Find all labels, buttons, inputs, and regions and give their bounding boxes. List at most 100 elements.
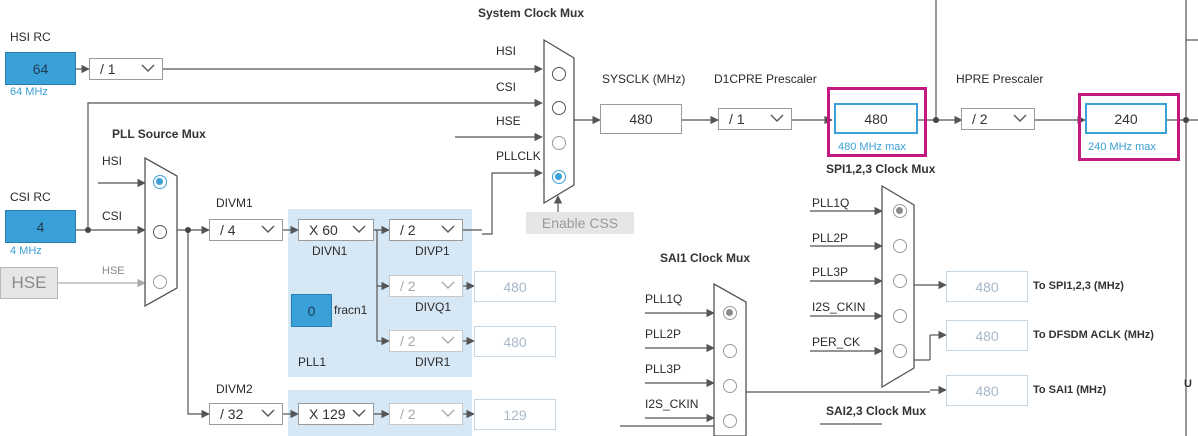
chevron-down-icon	[141, 64, 155, 72]
spi-mux-input-pll1q: PLL1Q	[812, 196, 850, 210]
hpre-output-highlight	[1078, 93, 1180, 161]
sai1-mux-radio-pll1q[interactable]	[723, 306, 737, 320]
sai1-mux-input-pll1q: PLL1Q	[645, 292, 683, 306]
hpre-label: HPRE Prescaler	[956, 72, 1044, 86]
hpre-value: / 2	[972, 111, 988, 127]
divp1-label: DIVP1	[415, 244, 450, 258]
divr1-output[interactable]: 480	[474, 326, 556, 357]
spi-mux-radio-pll3p[interactable]	[893, 274, 907, 288]
hsi-divider-value: / 1	[100, 61, 116, 77]
hpre-select[interactable]: / 2	[961, 108, 1035, 130]
spi123-output[interactable]: 480	[946, 271, 1028, 302]
sai1-mux-input-pll3p: PLL3P	[645, 362, 682, 376]
sai1-output-label: To SAI1 (MHz)	[1033, 384, 1107, 396]
hsi-divider-select[interactable]: / 1	[89, 58, 163, 80]
spi123-output-label: To SPI1,2,3 (MHz)	[1033, 280, 1124, 292]
divm1-value: / 4	[220, 222, 236, 238]
sai1-mux-shape	[713, 282, 747, 436]
system-clock-mux-shape	[543, 38, 575, 205]
divn2-select[interactable]: X 129	[298, 403, 374, 425]
divm1-label: DIVM1	[216, 196, 253, 210]
divn2-value: X 129	[309, 406, 346, 422]
pll-mux-input-hsi: HSI	[102, 154, 123, 168]
sai1-mux-radio-pll2p[interactable]	[723, 344, 737, 358]
pll-mux-input-csi: CSI	[102, 209, 123, 223]
sai1-output[interactable]: 480	[946, 375, 1028, 406]
enable-css-button[interactable]: Enable CSS	[526, 212, 634, 234]
spi-mux-radio-pll1q[interactable]	[893, 204, 907, 218]
pll-mux-radio-csi[interactable]	[153, 225, 167, 239]
sys-mux-radio-pllclk[interactable]	[552, 170, 566, 184]
sys-mux-radio-hsi[interactable]	[552, 67, 566, 81]
divq1-label: DIVQ1	[415, 300, 452, 314]
csi-rc-label: CSI RC	[10, 190, 51, 204]
divn1-label: DIVN1	[312, 244, 348, 258]
chevron-down-icon	[441, 281, 455, 289]
chevron-down-icon	[441, 409, 455, 417]
hsi-rc-value[interactable]: 64	[5, 52, 76, 85]
spi-mux-input-pll3p: PLL3P	[812, 265, 849, 279]
pll1-label: PLL1	[298, 355, 327, 369]
divp1-select[interactable]: / 2	[389, 219, 463, 241]
chevron-down-icon	[261, 225, 275, 233]
sys-mux-radio-hse[interactable]	[552, 136, 566, 150]
fracn1-value[interactable]: 0	[291, 294, 332, 327]
sys-mux-input-pllclk: PLLCLK	[496, 149, 541, 163]
fracn1-label: fracn1	[334, 303, 368, 317]
chevron-down-icon	[770, 114, 784, 122]
divp2-select[interactable]: / 2	[389, 403, 463, 425]
hse-button[interactable]: HSE	[0, 267, 58, 299]
chevron-down-icon	[261, 409, 275, 417]
spi123-mux-title: SPI1,2,3 Clock Mux	[826, 162, 936, 176]
d1cpre-label: D1CPRE Prescaler	[714, 72, 817, 86]
pll-mux-radio-hsi[interactable]	[153, 175, 167, 189]
divm1-select[interactable]: / 4	[209, 219, 283, 241]
pll-mux-radio-hse[interactable]	[153, 275, 167, 289]
d1cpre-output-highlight	[827, 87, 927, 157]
d1cpre-max: 480 MHz max	[838, 141, 906, 153]
divp2-value: / 2	[400, 406, 416, 422]
dfsdm-output[interactable]: 480	[946, 320, 1028, 351]
pll-mux-input-hse: HSE	[102, 265, 125, 277]
chevron-down-icon	[352, 409, 366, 417]
divn1-select[interactable]: X 60	[298, 219, 374, 241]
sai1-mux-input-i2s-ckin: I2S_CKIN	[645, 397, 699, 411]
spi-mux-radio-i2s-ckin[interactable]	[893, 309, 907, 323]
csi-rc-value[interactable]: 4	[5, 210, 76, 243]
sys-mux-radio-csi[interactable]	[552, 101, 566, 115]
d1cpre-output[interactable]: 480	[834, 103, 918, 134]
d1cpre-value: / 1	[729, 111, 745, 127]
divr1-value: / 2	[400, 333, 416, 349]
divr1-select[interactable]: / 2	[389, 330, 463, 352]
sai1-mux-radio-i2s-ckin[interactable]	[723, 414, 737, 428]
divr1-label: DIVR1	[415, 355, 451, 369]
divm2-label: DIVM2	[216, 382, 253, 396]
sys-mux-input-hse: HSE	[496, 114, 521, 128]
divm2-select[interactable]: / 32	[209, 403, 283, 425]
sys-mux-input-csi: CSI	[496, 80, 517, 94]
d1cpre-select[interactable]: / 1	[718, 108, 792, 130]
divp1-value: / 2	[400, 222, 416, 238]
hpre-output[interactable]: 240	[1085, 103, 1167, 134]
system-clock-mux-title: System Clock Mux	[478, 6, 585, 20]
hsi-rc-label: HSI RC	[10, 30, 51, 44]
divp2-output[interactable]: 129	[474, 399, 556, 430]
pll-source-mux-title: PLL Source Mux	[112, 127, 206, 141]
spi-mux-radio-pll2p[interactable]	[893, 239, 907, 253]
spi-mux-input-per-ck: PER_CK	[812, 335, 861, 349]
spi-mux-radio-per-ck[interactable]	[893, 344, 907, 358]
sai1-mux-input-pll2p: PLL2P	[645, 327, 682, 341]
chevron-down-icon	[1013, 114, 1027, 122]
sysclk-value[interactable]: 480	[600, 104, 682, 134]
divq1-select[interactable]: / 2	[389, 275, 463, 297]
dfsdm-output-label: To DFSDM ACLK (MHz)	[1033, 329, 1154, 341]
chevron-down-icon	[441, 336, 455, 344]
sai1-mux-radio-pll3p[interactable]	[723, 379, 737, 393]
sai1-mux-title: SAI1 Clock Mux	[660, 251, 751, 265]
sys-mux-input-hsi: HSI	[496, 44, 517, 58]
sysclk-label: SYSCLK (MHz)	[602, 72, 686, 86]
edge-letter: U	[1184, 378, 1192, 390]
chevron-down-icon	[441, 225, 455, 233]
divq1-output[interactable]: 480	[474, 271, 556, 302]
